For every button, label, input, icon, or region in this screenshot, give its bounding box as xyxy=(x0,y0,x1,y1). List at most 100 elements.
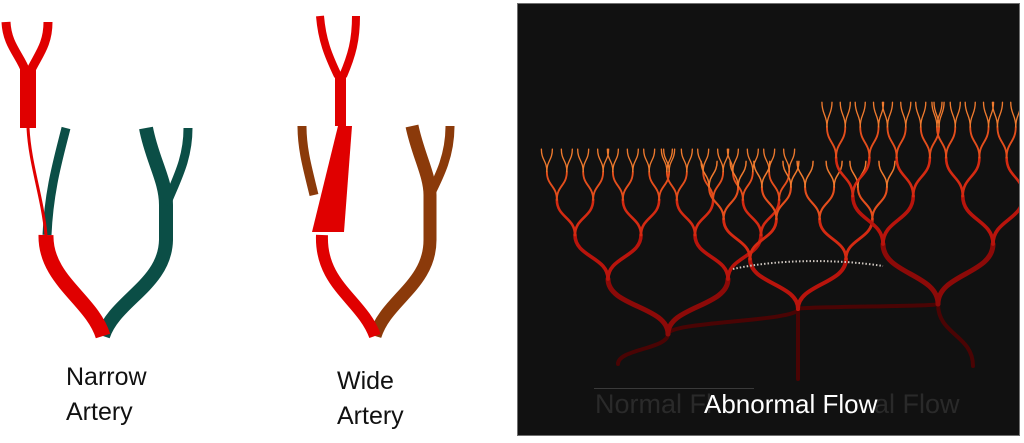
vessel-segment xyxy=(722,148,730,173)
vessel-segment xyxy=(987,101,995,128)
vessel-segment xyxy=(895,156,915,198)
vessel-segment xyxy=(686,148,693,173)
vessel-segment xyxy=(596,148,604,173)
vessel-segment xyxy=(964,101,971,128)
red-upper-fork-right-wide xyxy=(339,15,360,78)
teal-right-branch xyxy=(96,126,173,339)
vessel-segment xyxy=(919,125,931,159)
vessel-segment xyxy=(1015,110,1019,128)
vessel-segment xyxy=(790,160,800,188)
vessel-segment xyxy=(935,241,996,307)
red-upper-fork-right xyxy=(25,21,53,74)
ghost-label-box xyxy=(594,388,754,389)
vessel-segment xyxy=(844,101,851,128)
vessel-segment xyxy=(606,148,614,173)
vessel-segment xyxy=(826,101,833,128)
narrow-artery-panel: Narrow Artery xyxy=(0,0,200,443)
vessel-segment xyxy=(666,148,674,173)
vessel-segment xyxy=(938,101,945,128)
vessel-segment xyxy=(859,125,871,159)
vessel-segment xyxy=(954,101,961,128)
narrow-artery-diagram xyxy=(1,21,193,339)
vessel-segment xyxy=(712,170,725,201)
vessel-segment xyxy=(658,170,671,201)
vessel-segment xyxy=(881,194,916,246)
vessel-segment xyxy=(788,148,796,173)
flow-highlight-line xyxy=(732,260,884,270)
vessel-segment xyxy=(768,170,781,201)
vessel-segment xyxy=(859,101,866,128)
vessel-segment xyxy=(761,160,771,188)
vessel-segment xyxy=(555,170,568,201)
vessel-segment xyxy=(606,233,643,281)
vessel-segment xyxy=(881,101,889,128)
vessel-segment xyxy=(759,198,781,237)
vessel-segment xyxy=(546,148,554,173)
vessel-segment xyxy=(960,194,995,246)
vessel-segment xyxy=(945,125,957,159)
vessel-segment xyxy=(639,198,661,237)
vessel-segment xyxy=(895,125,907,159)
vessel-segment xyxy=(577,148,584,173)
vessel-segment xyxy=(991,205,1019,246)
narrow-red-segment xyxy=(26,127,48,236)
narrow-label-line1: Narrow xyxy=(66,363,147,391)
vessel-segment xyxy=(592,170,605,201)
vessel-segment xyxy=(818,185,836,221)
brown-right-branch xyxy=(368,124,437,339)
vessel-segment xyxy=(732,148,740,173)
vessel-segment xyxy=(982,101,990,128)
vessel-segment xyxy=(648,170,661,201)
vessel-segment xyxy=(555,198,577,237)
vessel-segment xyxy=(844,217,874,261)
vessel-segment xyxy=(540,148,548,173)
vessel-segment xyxy=(573,198,595,237)
wide-red-segment xyxy=(312,126,352,232)
vessel-segment xyxy=(668,148,676,173)
vessel-segment xyxy=(768,148,776,173)
vessel-segment xyxy=(753,160,763,188)
vessel-segment xyxy=(996,125,1008,159)
vessel-segment xyxy=(621,170,634,201)
brown-right-fork xyxy=(425,125,455,198)
vessel-segment xyxy=(752,148,759,173)
vessel-segment xyxy=(911,156,932,198)
vessel-segment xyxy=(693,233,730,281)
abnormal-flow-label: Abnormal Flow xyxy=(704,389,878,419)
vessel-segment xyxy=(920,101,927,128)
vessel-segment xyxy=(665,276,731,337)
vascular-tree-render xyxy=(540,101,1019,381)
red-upper-fork-left-wide xyxy=(316,15,342,78)
vessel-segment xyxy=(877,101,885,128)
vessel-segment xyxy=(1005,125,1017,159)
red-parent-segment-wide xyxy=(315,234,381,339)
vessel-segment xyxy=(825,160,835,188)
vessel-segment xyxy=(775,185,792,221)
vessel-segment xyxy=(1010,101,1017,128)
vessel-segment xyxy=(675,198,697,237)
vessel-segment xyxy=(675,170,688,201)
red-parent-segment xyxy=(38,234,111,339)
red-upper-fork-left xyxy=(1,21,31,74)
vessel-segment xyxy=(680,148,688,173)
vessel-segment xyxy=(722,185,740,221)
vessel-segment xyxy=(936,302,975,368)
vessel-segment xyxy=(582,170,595,201)
vessel-segment xyxy=(961,156,981,198)
vessel-segment xyxy=(991,101,999,128)
vessel-segment xyxy=(804,160,814,188)
vessel-segment xyxy=(612,148,620,173)
vessel-segment xyxy=(936,101,943,128)
vessel-segment xyxy=(796,257,848,311)
abnormal-flow-panel: Normal Fl al Flow Abnormal Flow xyxy=(517,3,1020,436)
vessel-segment xyxy=(796,302,940,311)
teal-left-branch xyxy=(42,126,71,236)
vessel-segment xyxy=(748,217,778,261)
red-upper-trunk-wide xyxy=(335,72,346,126)
vessel-segment xyxy=(643,148,650,173)
vessel-segment xyxy=(826,125,838,159)
wide-label-line2: Artery xyxy=(337,402,404,430)
vessel-segment xyxy=(833,160,843,188)
vessel-segment xyxy=(944,156,965,198)
vessel-segment xyxy=(748,257,800,311)
